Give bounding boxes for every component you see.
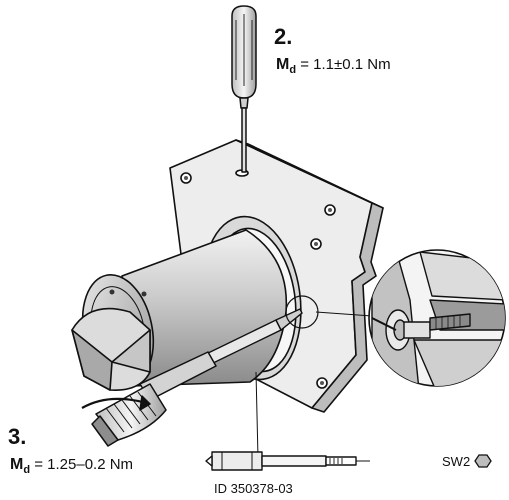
step2-torque-value: = 1.1±0.1 Nm [300, 56, 391, 73]
bit-id-label: ID 350378-03 [214, 481, 293, 496]
step2-torque-symbol: M [276, 56, 290, 73]
screwdriver-step2 [231, 5, 257, 173]
step3-torque-symbol: M [10, 456, 24, 473]
step3-torque-subscript: d [23, 464, 31, 476]
hex-bit [205, 451, 370, 471]
step2-number: 2. [274, 24, 293, 49]
torque-screwdriver-step3 [81, 351, 217, 447]
step3-torque-value: = 1.25–0.2 Nm [34, 456, 134, 473]
bit-size-label: SW2 [442, 454, 471, 469]
detail-zoom-circle [368, 249, 506, 387]
step3-number: 3. [8, 424, 27, 449]
step2-torque-subscript: d [289, 64, 297, 76]
leader-lines [255, 295, 373, 459]
hexagon-icon [474, 454, 492, 468]
step3-torque: Md = 1.25–0.2 Nm [10, 456, 133, 476]
step2-torque: Md = 1.1±0.1 Nm [276, 56, 391, 76]
